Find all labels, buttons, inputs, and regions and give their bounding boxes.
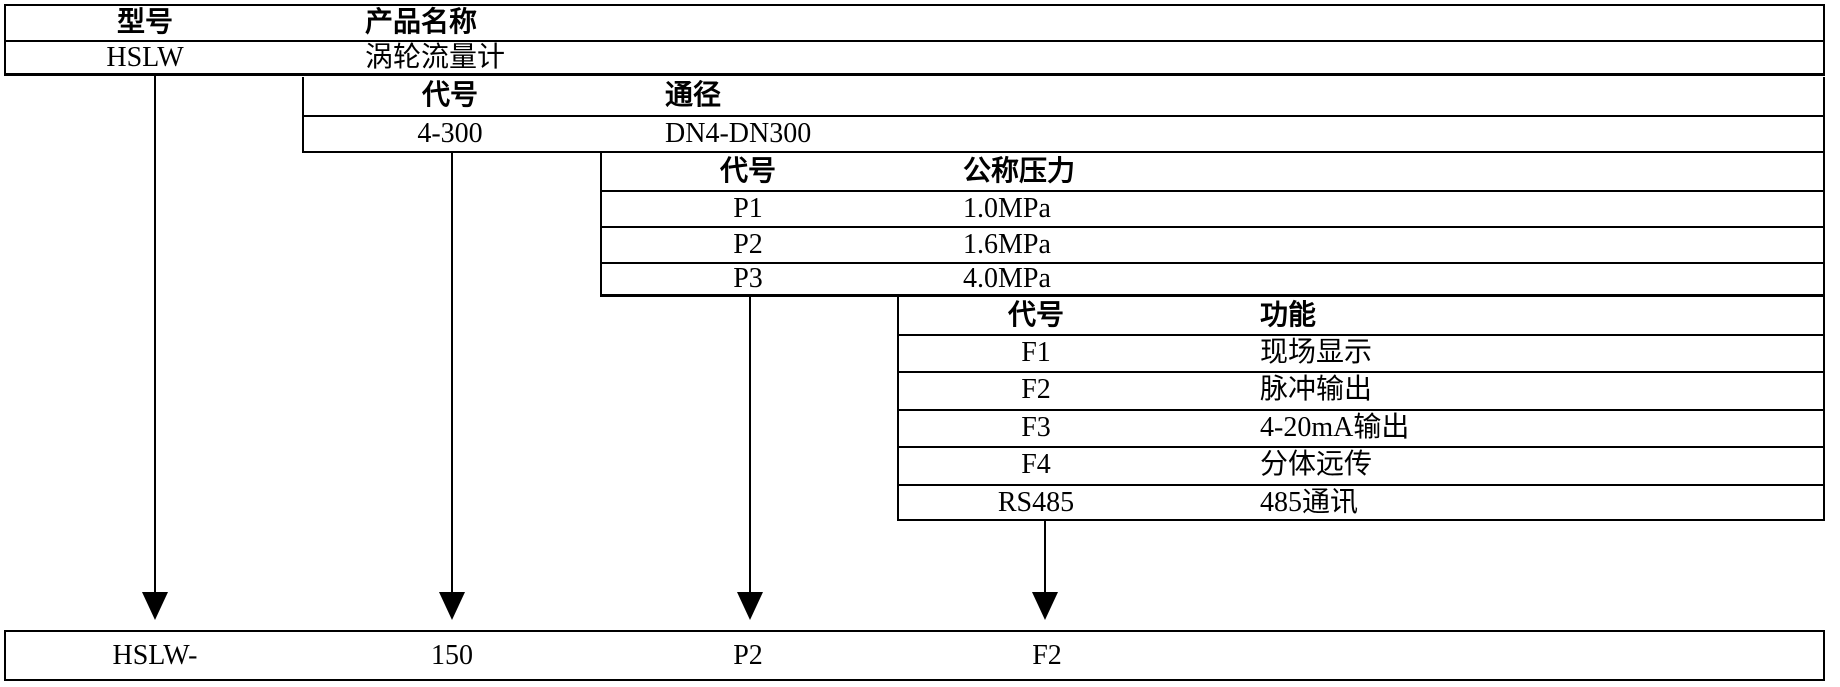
table-model: 型号 产品名称 HSLW 涡轮流量计 bbox=[4, 4, 1825, 76]
row-divider bbox=[899, 371, 1823, 373]
table-row: 代号 公称压力 bbox=[602, 153, 1823, 190]
table-row: F4 分体远传 bbox=[899, 448, 1823, 482]
table-row: RS485 485通讯 bbox=[899, 486, 1823, 519]
row-divider bbox=[304, 115, 1823, 117]
function-value-f3: 4-20mA输出 bbox=[1260, 411, 1410, 443]
row-divider bbox=[899, 446, 1823, 448]
function-value-f1: 现场显示 bbox=[1260, 337, 1373, 368]
row-divider bbox=[602, 190, 1823, 192]
product-name-value: 涡轮流量计 bbox=[365, 41, 506, 73]
table-row: 4-300 DN4-DN300 bbox=[304, 117, 1823, 150]
function-code-f4: F4 bbox=[1021, 449, 1051, 480]
table-pressure: 代号 公称压力 P1 1.0MPa P2 1.6MPa P3 4.0MPa bbox=[600, 153, 1825, 297]
pressure-code-header: 代号 bbox=[719, 155, 777, 187]
pressure-header: 公称压力 bbox=[963, 155, 1076, 187]
down-arrow-icon bbox=[737, 592, 763, 620]
diameter-code-value: 4-300 bbox=[417, 117, 483, 149]
model-code-header: 型号 bbox=[116, 7, 174, 38]
result-pressure: P2 bbox=[733, 639, 763, 671]
pressure-value-p3: 4.0MPa bbox=[963, 263, 1051, 294]
diameter-value: DN4-DN300 bbox=[665, 117, 812, 149]
row-divider bbox=[602, 226, 1823, 228]
pressure-code-p2: P2 bbox=[733, 229, 763, 260]
pressure-value-p1: 1.0MPa bbox=[963, 193, 1051, 224]
connector-line-diameter bbox=[451, 153, 453, 594]
table-row: F3 4-20mA输出 bbox=[899, 411, 1823, 444]
function-value-f2: 脉冲输出 bbox=[1260, 374, 1373, 405]
table-row: F1 现场显示 bbox=[899, 336, 1823, 370]
result-diameter: 150 bbox=[431, 639, 473, 671]
row-divider bbox=[899, 334, 1823, 336]
table-diameter: 代号 通径 4-300 DN4-DN300 bbox=[302, 77, 1825, 153]
pressure-code-p3: P3 bbox=[733, 263, 763, 294]
table-row: P3 4.0MPa bbox=[602, 264, 1823, 294]
function-code-f3: F3 bbox=[1021, 411, 1051, 443]
row-divider bbox=[602, 262, 1823, 264]
result-function: F2 bbox=[1032, 639, 1062, 671]
product-name-header: 产品名称 bbox=[365, 7, 478, 38]
result-model: HSLW- bbox=[112, 639, 198, 671]
row-divider bbox=[6, 40, 1823, 42]
diameter-header: 通径 bbox=[665, 80, 722, 111]
function-value-rs485: 485通讯 bbox=[1260, 486, 1359, 518]
down-arrow-icon bbox=[142, 592, 168, 620]
table-function: 代号 功能 F1 现场显示 F2 脉冲输出 F3 4-20mA输出 F4 分体远… bbox=[897, 297, 1825, 521]
table-row: HSLW 涡轮流量计 bbox=[6, 42, 1823, 73]
connector-line-model bbox=[154, 76, 156, 594]
function-code-f2: F2 bbox=[1021, 374, 1051, 405]
row-divider bbox=[899, 484, 1823, 486]
model-code-value: HSLW bbox=[106, 41, 184, 73]
function-code-rs485: RS485 bbox=[997, 486, 1075, 518]
table-row: F2 脉冲输出 bbox=[899, 373, 1823, 407]
connector-line-function bbox=[1044, 521, 1046, 594]
connector-line-pressure bbox=[749, 297, 751, 594]
function-header: 功能 bbox=[1260, 299, 1317, 331]
pressure-code-p1: P1 bbox=[733, 193, 763, 224]
function-value-f4: 分体远传 bbox=[1260, 449, 1373, 480]
result-code-bar: HSLW- 150 P2 F2 bbox=[4, 630, 1825, 681]
table-row: 代号 通径 bbox=[304, 77, 1823, 115]
function-code-header: 代号 bbox=[1007, 299, 1065, 331]
down-arrow-icon bbox=[439, 592, 465, 620]
table-row: P1 1.0MPa bbox=[602, 192, 1823, 226]
down-arrow-icon bbox=[1032, 592, 1058, 620]
function-code-f1: F1 bbox=[1021, 337, 1051, 368]
table-row: 代号 功能 bbox=[899, 297, 1823, 334]
diameter-code-header: 代号 bbox=[421, 80, 479, 111]
row-divider bbox=[899, 409, 1823, 411]
table-row: 型号 产品名称 bbox=[6, 6, 1823, 40]
table-row: P2 1.6MPa bbox=[602, 228, 1823, 262]
pressure-value-p2: 1.6MPa bbox=[963, 229, 1051, 260]
